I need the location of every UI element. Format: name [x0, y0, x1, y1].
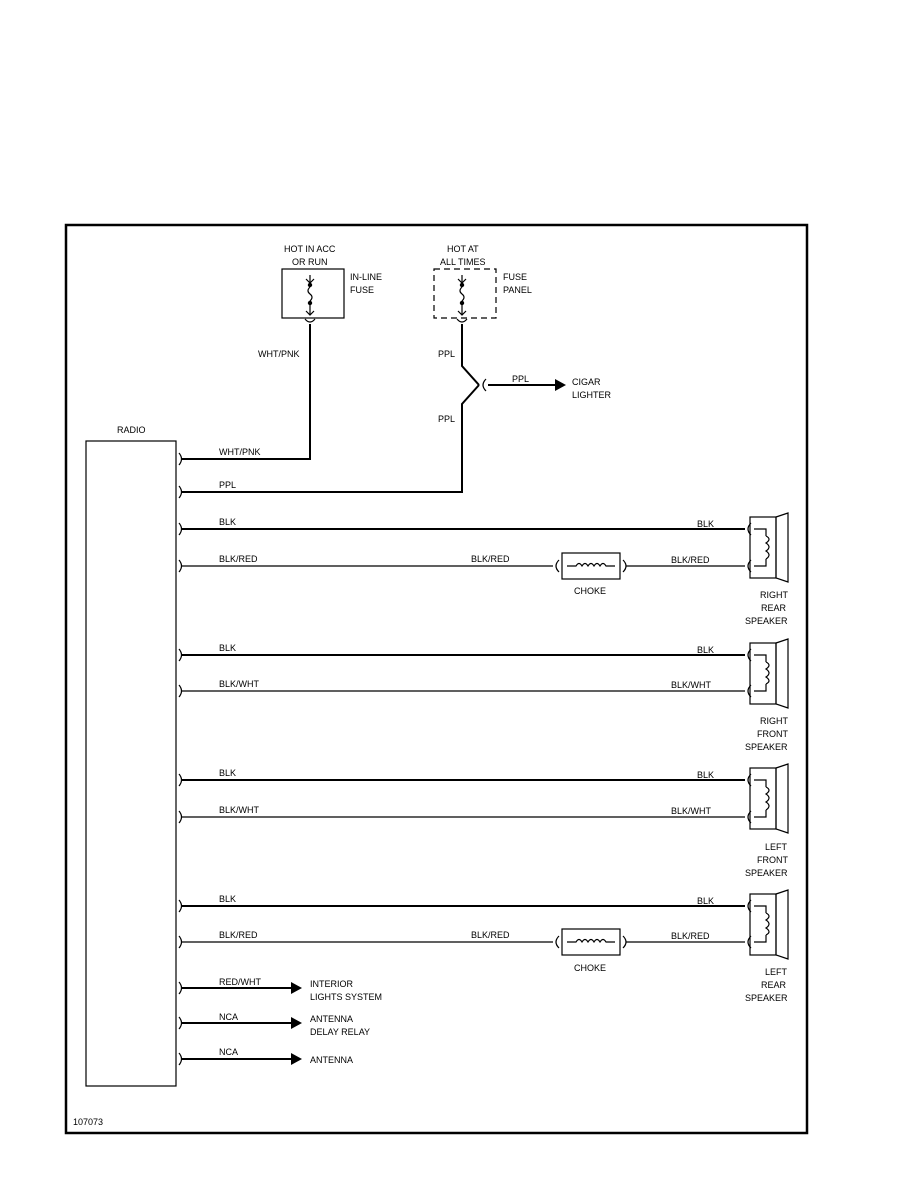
inline-fuse-icon	[304, 275, 316, 323]
radio-wire-label-9: BLK	[219, 894, 236, 904]
speaker-right-front-icon	[747, 638, 789, 709]
speaker-wire-label-a: BLK	[697, 645, 714, 655]
radio-wire-label-7: BLK	[219, 768, 236, 778]
cigar-arrow	[555, 379, 566, 391]
inline-fuse-label-2: FUSE	[350, 285, 374, 295]
speaker-label-line-2: FRONT	[757, 855, 788, 865]
ppl-wire-label-lower: PPL	[438, 414, 455, 424]
acc-wire-label: WHT/PNK	[258, 349, 300, 359]
output-arrow	[291, 1017, 302, 1029]
radio-wire-label-11: RED/WHT	[219, 977, 261, 987]
choke-label: CHOKE	[574, 963, 606, 973]
radio-wire-label-6: BLK/WHT	[219, 679, 260, 689]
speaker-left-front-icon	[747, 763, 789, 834]
speaker-label-line-3: SPEAKER	[745, 742, 788, 752]
choke-box	[561, 552, 621, 580]
choke-left-connector	[555, 935, 560, 949]
radio-wire-label-1: WHT/PNK	[219, 447, 261, 457]
acc-hot-label-2: OR RUN	[292, 257, 328, 267]
radio-wire-label-4: BLK/RED	[219, 554, 258, 564]
radio-wire-label-12: NCA	[219, 1012, 238, 1022]
choke-right-connector	[622, 935, 627, 949]
speaker-wire-label-a: BLK	[697, 896, 714, 906]
speaker-wire-label-b: BLK/WHT	[671, 806, 712, 816]
speaker-label-line-3: SPEAKER	[745, 868, 788, 878]
speaker-label-line-3: SPEAKER	[745, 616, 788, 626]
radio-wire-label-3: BLK	[219, 517, 236, 527]
ppl-wire-lower	[182, 384, 480, 493]
ppl-wire-upper	[461, 324, 480, 386]
ppl-wire-label-upper: PPL	[438, 349, 455, 359]
fuse-panel-icon	[456, 275, 468, 323]
choke-coil-icon	[567, 938, 615, 944]
radio-wire-label-5: BLK	[219, 643, 236, 653]
choke-left-connector	[555, 559, 560, 573]
inline-fuse-box	[281, 268, 345, 319]
fuse-panel-box	[433, 268, 497, 319]
speaker-right-rear-icon	[747, 512, 789, 583]
speaker-wire-label-a: BLK	[697, 519, 714, 529]
cigar-wire-label: PPL	[512, 374, 529, 384]
choke-coil-icon	[567, 562, 615, 568]
cigar-lighter-label-2: LIGHTER	[572, 390, 612, 400]
choke-box	[561, 928, 621, 956]
output-interior-lights: RED/WHT INTERIOR LIGHTS SYSTEM	[182, 977, 382, 1002]
diagram-id: 107073	[73, 1117, 103, 1127]
speaker-label-line-1: RIGHT	[760, 716, 789, 726]
output-label-line-1: ANTENNA	[310, 1055, 353, 1065]
radio-wire-label-8: BLK/WHT	[219, 805, 260, 815]
inline-fuse-label-1: IN-LINE	[350, 272, 382, 282]
diagram-border	[64, 223, 809, 1135]
output-label-line-2: LIGHTS SYSTEM	[310, 992, 382, 1002]
speaker-left-front-group: BLK BLK BLK/WHT BLK/WHT LEFT FRONT SPEAK…	[182, 763, 789, 878]
output-label-line-2: DELAY RELAY	[310, 1027, 370, 1037]
speaker-wire-label-b: BLK/RED	[671, 931, 710, 941]
fuse-panel-label-1: FUSE	[503, 272, 527, 282]
splice-connector	[482, 378, 487, 392]
always-hot-label-2: ALL TIMES	[440, 257, 486, 267]
speaker-label-line-2: REAR	[761, 980, 787, 990]
choke-wire-label: BLK/RED	[471, 554, 510, 564]
speaker-label-line-3: SPEAKER	[745, 993, 788, 1003]
acc-hot-label-1: HOT IN ACC	[284, 244, 336, 254]
speaker-wire-label-b: BLK/RED	[671, 555, 710, 565]
output-label-line-1: ANTENNA	[310, 1014, 353, 1024]
speaker-label-line-1: RIGHT	[760, 590, 789, 600]
speaker-label-line-2: FRONT	[757, 729, 788, 739]
speaker-right-front-group: BLK BLK BLK/WHT BLK/WHT RIGHT FRONT SPEA…	[182, 638, 789, 752]
speaker-left-rear-group: BLK BLK BLK/RED BLK/RED CHOKE BLK/RED LE…	[182, 889, 789, 1003]
cigar-lighter-label-1: CIGAR	[572, 377, 601, 387]
output-label-line-1: INTERIOR	[310, 979, 354, 989]
choke-wire-label: BLK/RED	[471, 930, 510, 940]
speaker-label-line-2: REAR	[761, 603, 787, 613]
choke-label: CHOKE	[574, 586, 606, 596]
radio-box	[85, 440, 177, 1087]
speaker-label-line-1: LEFT	[765, 967, 788, 977]
radio-wire-label-2: PPL	[219, 480, 236, 490]
choke-right-connector	[622, 559, 627, 573]
radio-wire-label-13: NCA	[219, 1047, 238, 1057]
speaker-right-rear-group: BLK BLK BLK/RED BLK/RED CHOKE BLK/RED RI…	[182, 512, 789, 626]
speaker-label-line-1: LEFT	[765, 842, 788, 852]
speaker-left-rear-icon	[747, 889, 789, 960]
fuse-panel-label-2: PANEL	[503, 285, 532, 295]
radio-wire-label-10: BLK/RED	[219, 930, 258, 940]
speaker-wire-label-a: BLK	[697, 770, 714, 780]
output-antenna-delay-relay: NCA ANTENNA DELAY RELAY	[182, 1012, 370, 1037]
output-arrow	[291, 982, 302, 994]
output-antenna: NCA ANTENNA	[182, 1047, 353, 1065]
always-hot-label-1: HOT AT	[447, 244, 479, 254]
speaker-wire-label-b: BLK/WHT	[671, 680, 712, 690]
acc-wire	[182, 324, 311, 460]
output-arrow	[291, 1053, 302, 1065]
radio-label: RADIO	[117, 425, 146, 435]
radio-connectors	[178, 452, 183, 1066]
